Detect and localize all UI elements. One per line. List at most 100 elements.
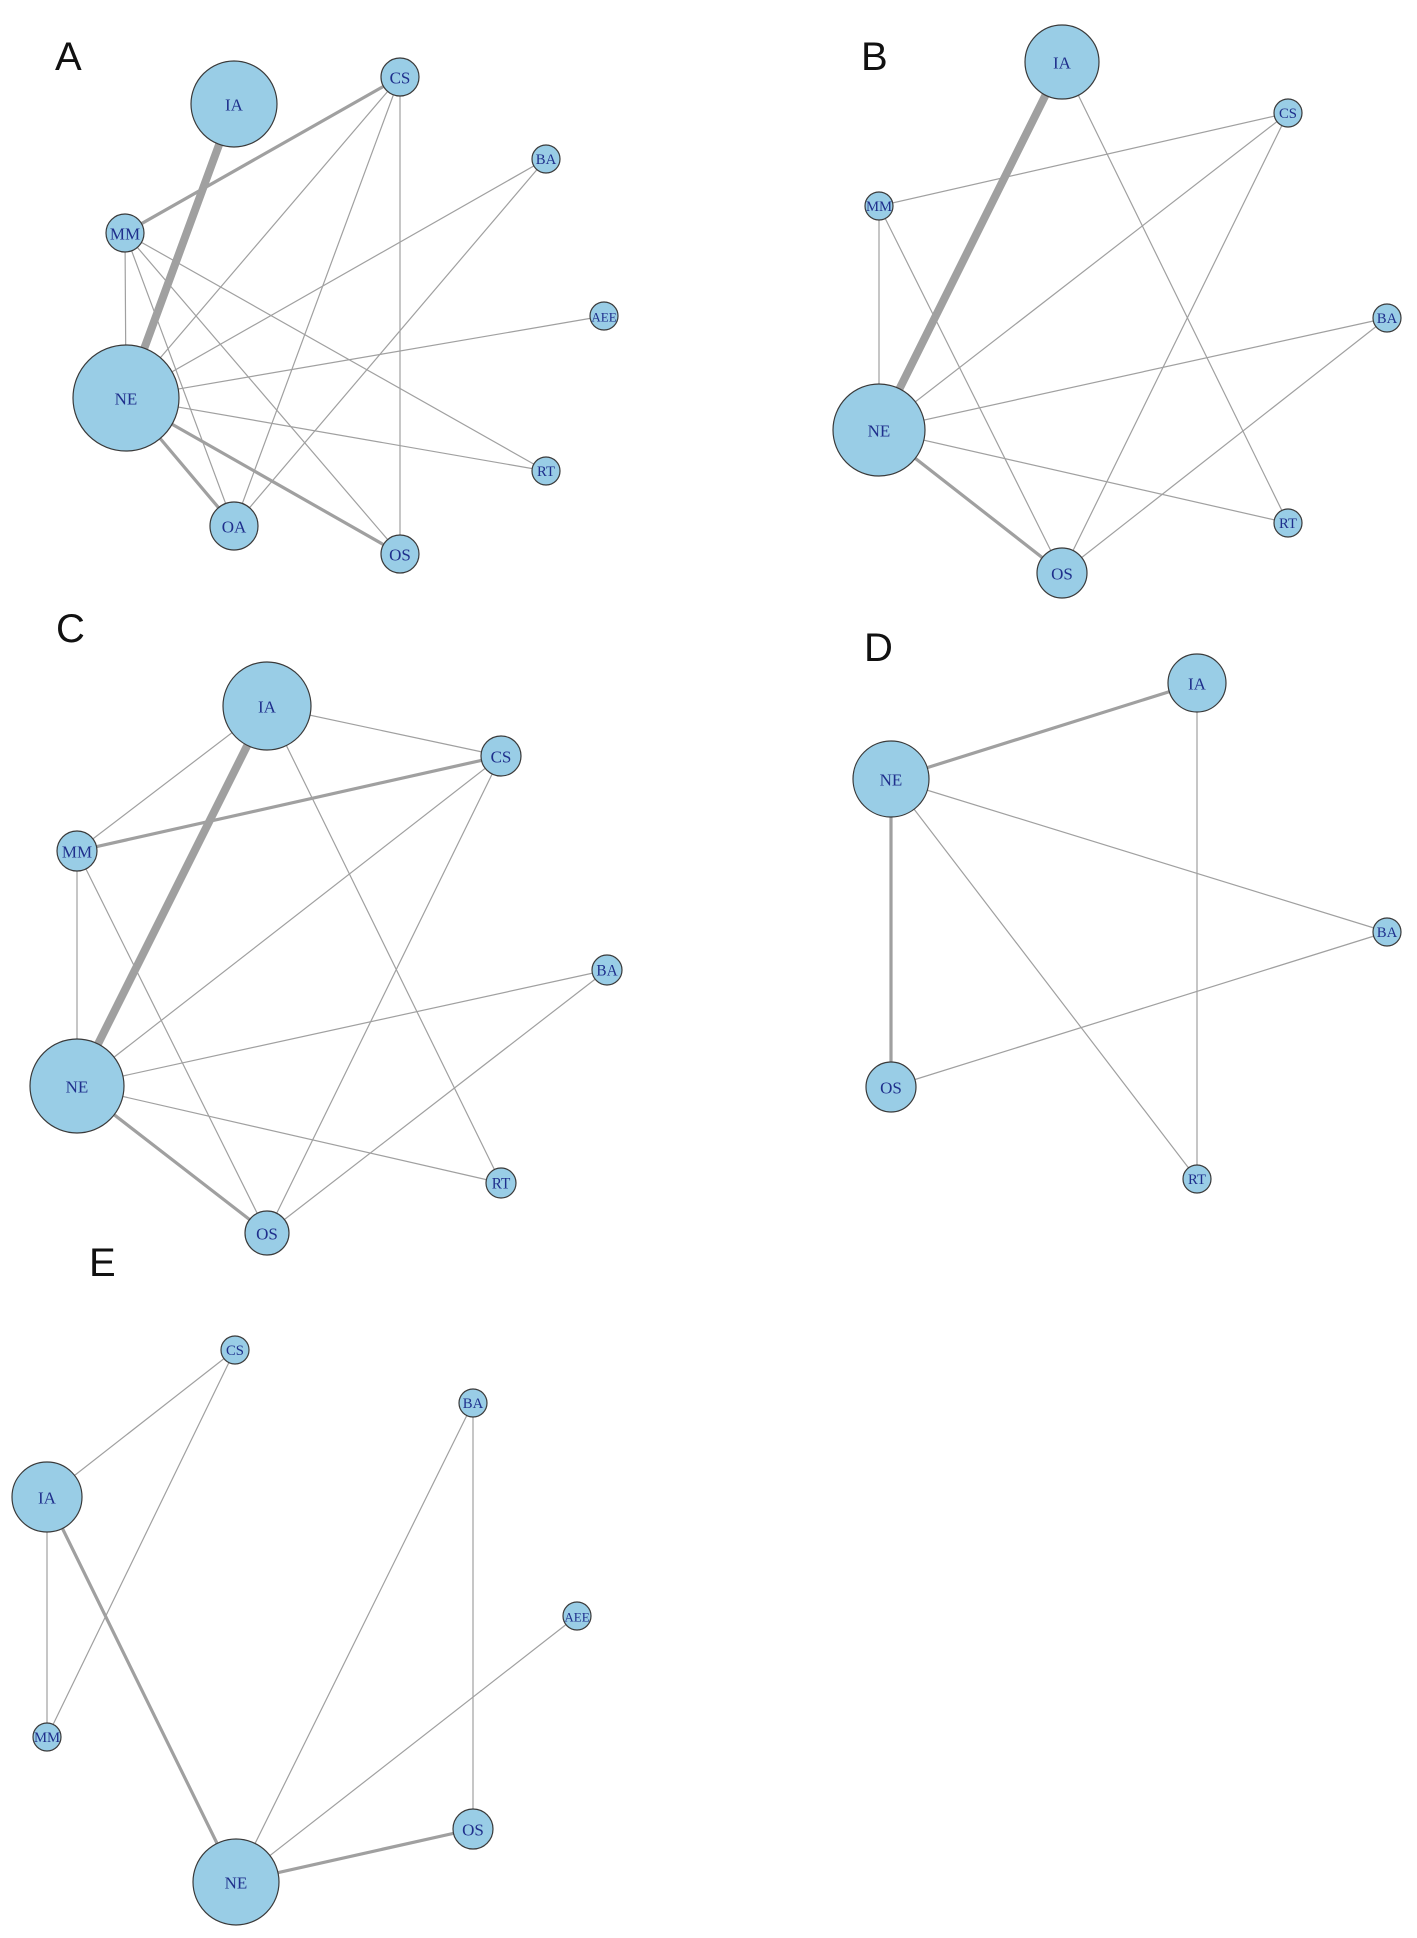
edge-cs-ne	[125, 76, 401, 399]
edge-mm-cs	[75, 754, 503, 853]
panel-label-e: E	[89, 1241, 116, 1285]
node-label: BA	[463, 1396, 484, 1412]
node-circle	[531, 144, 561, 174]
node-os: OS	[865, 1061, 917, 1113]
node-ia: IA	[1167, 653, 1227, 713]
node-circle	[11, 1461, 83, 1533]
node-circle	[1273, 98, 1303, 128]
edge-ne-rt	[878, 429, 1289, 524]
edge-cs-mm	[46, 1349, 236, 1738]
node-ba: BA	[458, 1388, 488, 1418]
node-label: OS	[256, 1225, 278, 1244]
node-circle	[531, 456, 561, 486]
node-aee: AEE	[589, 301, 619, 331]
edge-ne-ia	[889, 681, 1199, 781]
node-os: OS	[380, 534, 420, 574]
node-circle	[452, 1808, 494, 1850]
panel-label-c: C	[56, 607, 85, 651]
edge-mm-os	[76, 850, 268, 1234]
edge-os-ba	[890, 931, 1388, 1088]
node-rt: RT	[485, 1167, 517, 1199]
node-ia: IA	[1024, 24, 1100, 100]
node-label: MM	[62, 843, 92, 862]
node-ia: IA	[190, 60, 278, 148]
node-mm: MM	[56, 830, 98, 872]
edge-ia-cs	[46, 1349, 236, 1498]
node-circle	[852, 740, 930, 818]
node-os: OS	[1036, 547, 1088, 599]
edge-mm-os	[124, 232, 401, 555]
edge-mm-os	[878, 205, 1063, 574]
panel-label-b: B	[861, 35, 888, 79]
edge-ne-rt	[76, 1085, 502, 1184]
node-os: OS	[244, 1210, 290, 1256]
node-label: OS	[389, 546, 411, 565]
node-circle	[56, 830, 98, 872]
node-label: RT	[537, 464, 555, 480]
edge-ia-rt	[1061, 61, 1289, 524]
node-circle	[485, 1167, 517, 1199]
edge-ia-ne	[875, 58, 1066, 434]
node-circle	[1372, 917, 1402, 947]
panel-e: CS BA AEE OS NE MM IA	[11, 1335, 592, 1926]
edge-ba-os	[266, 969, 608, 1234]
node-mm: MM	[864, 191, 894, 221]
node-cs: CS	[220, 1335, 250, 1365]
edge-ne-rt	[890, 778, 1198, 1180]
panel-c: IA CS BA RT OS NE MM	[29, 661, 623, 1256]
node-circle	[480, 735, 522, 777]
edge-ba-ne	[76, 969, 608, 1087]
edge-ba-os	[1061, 317, 1388, 574]
node-label: IA	[38, 1489, 57, 1508]
node-oa: OA	[209, 501, 259, 551]
node-label: IA	[225, 96, 244, 115]
edge-ia-ne	[45, 1495, 238, 1884]
node-os: OS	[452, 1808, 494, 1850]
node-rt: RT	[531, 456, 561, 486]
node-circle	[458, 1388, 488, 1418]
node-ia: IA	[222, 661, 312, 751]
node-ba: BA	[1372, 917, 1402, 947]
node-ne: NE	[852, 740, 930, 818]
node-ba: BA	[1372, 303, 1402, 333]
node-circle	[562, 1601, 592, 1631]
edge-cs-os	[266, 755, 502, 1234]
node-ne: NE	[72, 344, 180, 452]
node-circle	[1273, 508, 1303, 538]
edge-cs-ne	[76, 755, 502, 1087]
node-label: MM	[866, 199, 892, 215]
edge-ba-ne	[878, 317, 1388, 431]
node-label: CS	[491, 748, 512, 767]
node-mm: MM	[105, 213, 145, 253]
edge-aee-ne	[235, 1615, 578, 1883]
node-cs: CS	[1273, 98, 1303, 128]
node-label: IA	[1053, 54, 1072, 73]
node-circle	[380, 57, 420, 97]
node-ne: NE	[29, 1038, 125, 1134]
edge-ne-rt	[125, 397, 547, 472]
edge-ba-ne	[235, 1402, 474, 1883]
node-label: OS	[1051, 565, 1073, 584]
node-label: NE	[225, 1874, 248, 1893]
edge-mm-rt	[124, 232, 547, 472]
node-circle	[1167, 653, 1227, 713]
edge-mm-cs	[878, 112, 1289, 207]
node-circle	[244, 1210, 290, 1256]
node-label: OS	[880, 1079, 902, 1098]
node-circle	[380, 534, 420, 574]
node-circle	[72, 344, 180, 452]
node-label: NE	[880, 771, 903, 790]
node-ba: BA	[591, 954, 623, 986]
node-label: CS	[1279, 106, 1297, 122]
node-label: NE	[115, 390, 138, 409]
edge-mm-oa	[124, 232, 235, 527]
edge-cs-ne	[878, 112, 1289, 431]
node-circle	[865, 1061, 917, 1113]
node-mm: MM	[32, 1722, 62, 1752]
node-circle	[209, 501, 259, 551]
node-circle	[29, 1038, 125, 1134]
edge-ba-oa	[233, 158, 547, 527]
node-label: AEE	[564, 1610, 589, 1625]
